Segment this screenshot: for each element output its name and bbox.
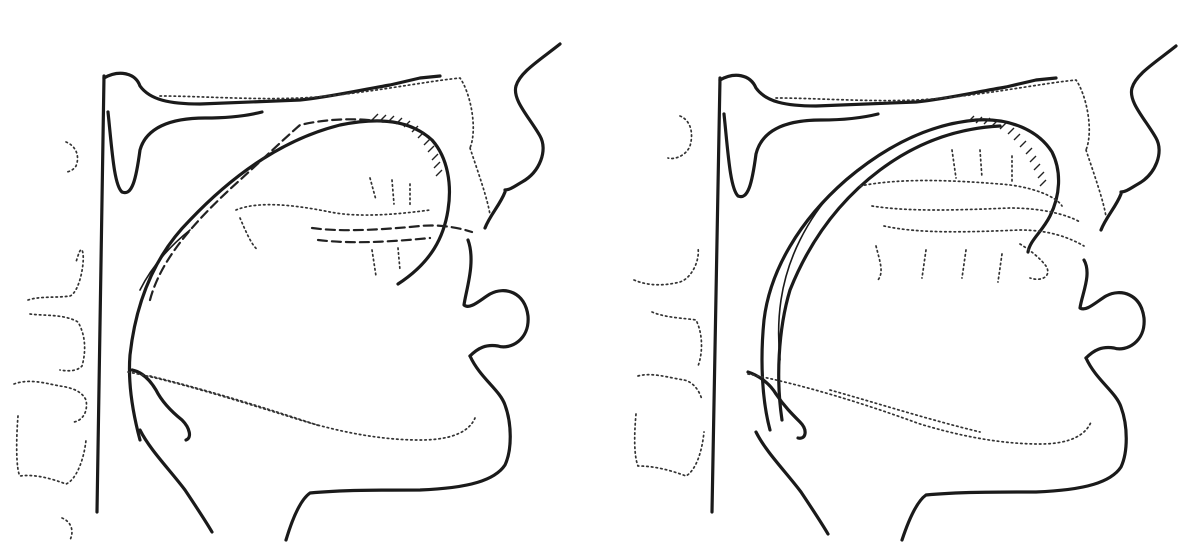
pharyngeal-wall-line-r (712, 78, 720, 512)
larynx-outline (140, 430, 212, 532)
internal-contour-3-r (884, 226, 1084, 246)
right-vocal-tract-diagram (634, 46, 1176, 540)
hard-palate-dotted (160, 78, 473, 148)
vertebra-4-r (638, 375, 702, 400)
vertebra-6 (62, 518, 72, 540)
vertebra-5 (17, 416, 86, 484)
upper-lip-outline (485, 192, 505, 228)
lower-lip-outline-r (1080, 260, 1144, 358)
velum-lower-outline (108, 112, 262, 193)
tongue-dashed-contour (150, 119, 385, 300)
internal-contour-1-r (860, 181, 1062, 207)
internal-contour-5-r (1020, 244, 1048, 279)
tongue-contour-r (762, 120, 1059, 430)
pharyngeal-wall-line (97, 76, 104, 512)
upper-lip-outline-r (1101, 194, 1121, 230)
internal-contour-4 (240, 218, 258, 250)
epiglottis-outline-r (748, 372, 805, 438)
velum-lower-outline-r (724, 114, 878, 197)
tongue-outer-contour-r (779, 126, 1000, 420)
vertebra-2 (28, 250, 83, 300)
internal-contour-5 (370, 178, 410, 206)
floor-of-mouth-dotted-2-r (830, 390, 980, 432)
internal-contour-2 (312, 225, 472, 232)
upper-lip-dotted-r (1086, 150, 1106, 217)
palatal-contact-hatching (372, 114, 442, 176)
tongue-thin-contour-r (779, 158, 876, 360)
vertebra-4 (14, 381, 87, 422)
nose-outline-r (1121, 46, 1176, 192)
internal-contour-6 (372, 248, 400, 276)
floor-of-mouth-dotted (128, 372, 475, 440)
larynx-outline-r (756, 432, 828, 534)
floor-of-mouth-dotted-r (748, 374, 1091, 444)
internal-contour-4-r (876, 246, 1002, 282)
nose-outline (505, 44, 560, 190)
lower-lip-outline (464, 240, 528, 356)
internal-contour-6-r (952, 150, 1012, 182)
internal-contour-1 (236, 205, 430, 215)
internal-contour-3 (318, 238, 430, 242)
vertebra-3-r (652, 312, 702, 366)
vertebra-1 (66, 142, 78, 172)
jaw-outline-r (902, 358, 1126, 540)
upper-lip-dotted (470, 148, 490, 215)
vertebra-3 (30, 314, 85, 371)
jaw-outline (286, 356, 510, 540)
tongue-contour (129, 121, 449, 440)
left-vocal-tract-diagram (14, 44, 560, 540)
vertebra-1-r (668, 116, 692, 159)
vertebra-2-r (634, 248, 698, 285)
vertebra-5-r (635, 414, 704, 476)
